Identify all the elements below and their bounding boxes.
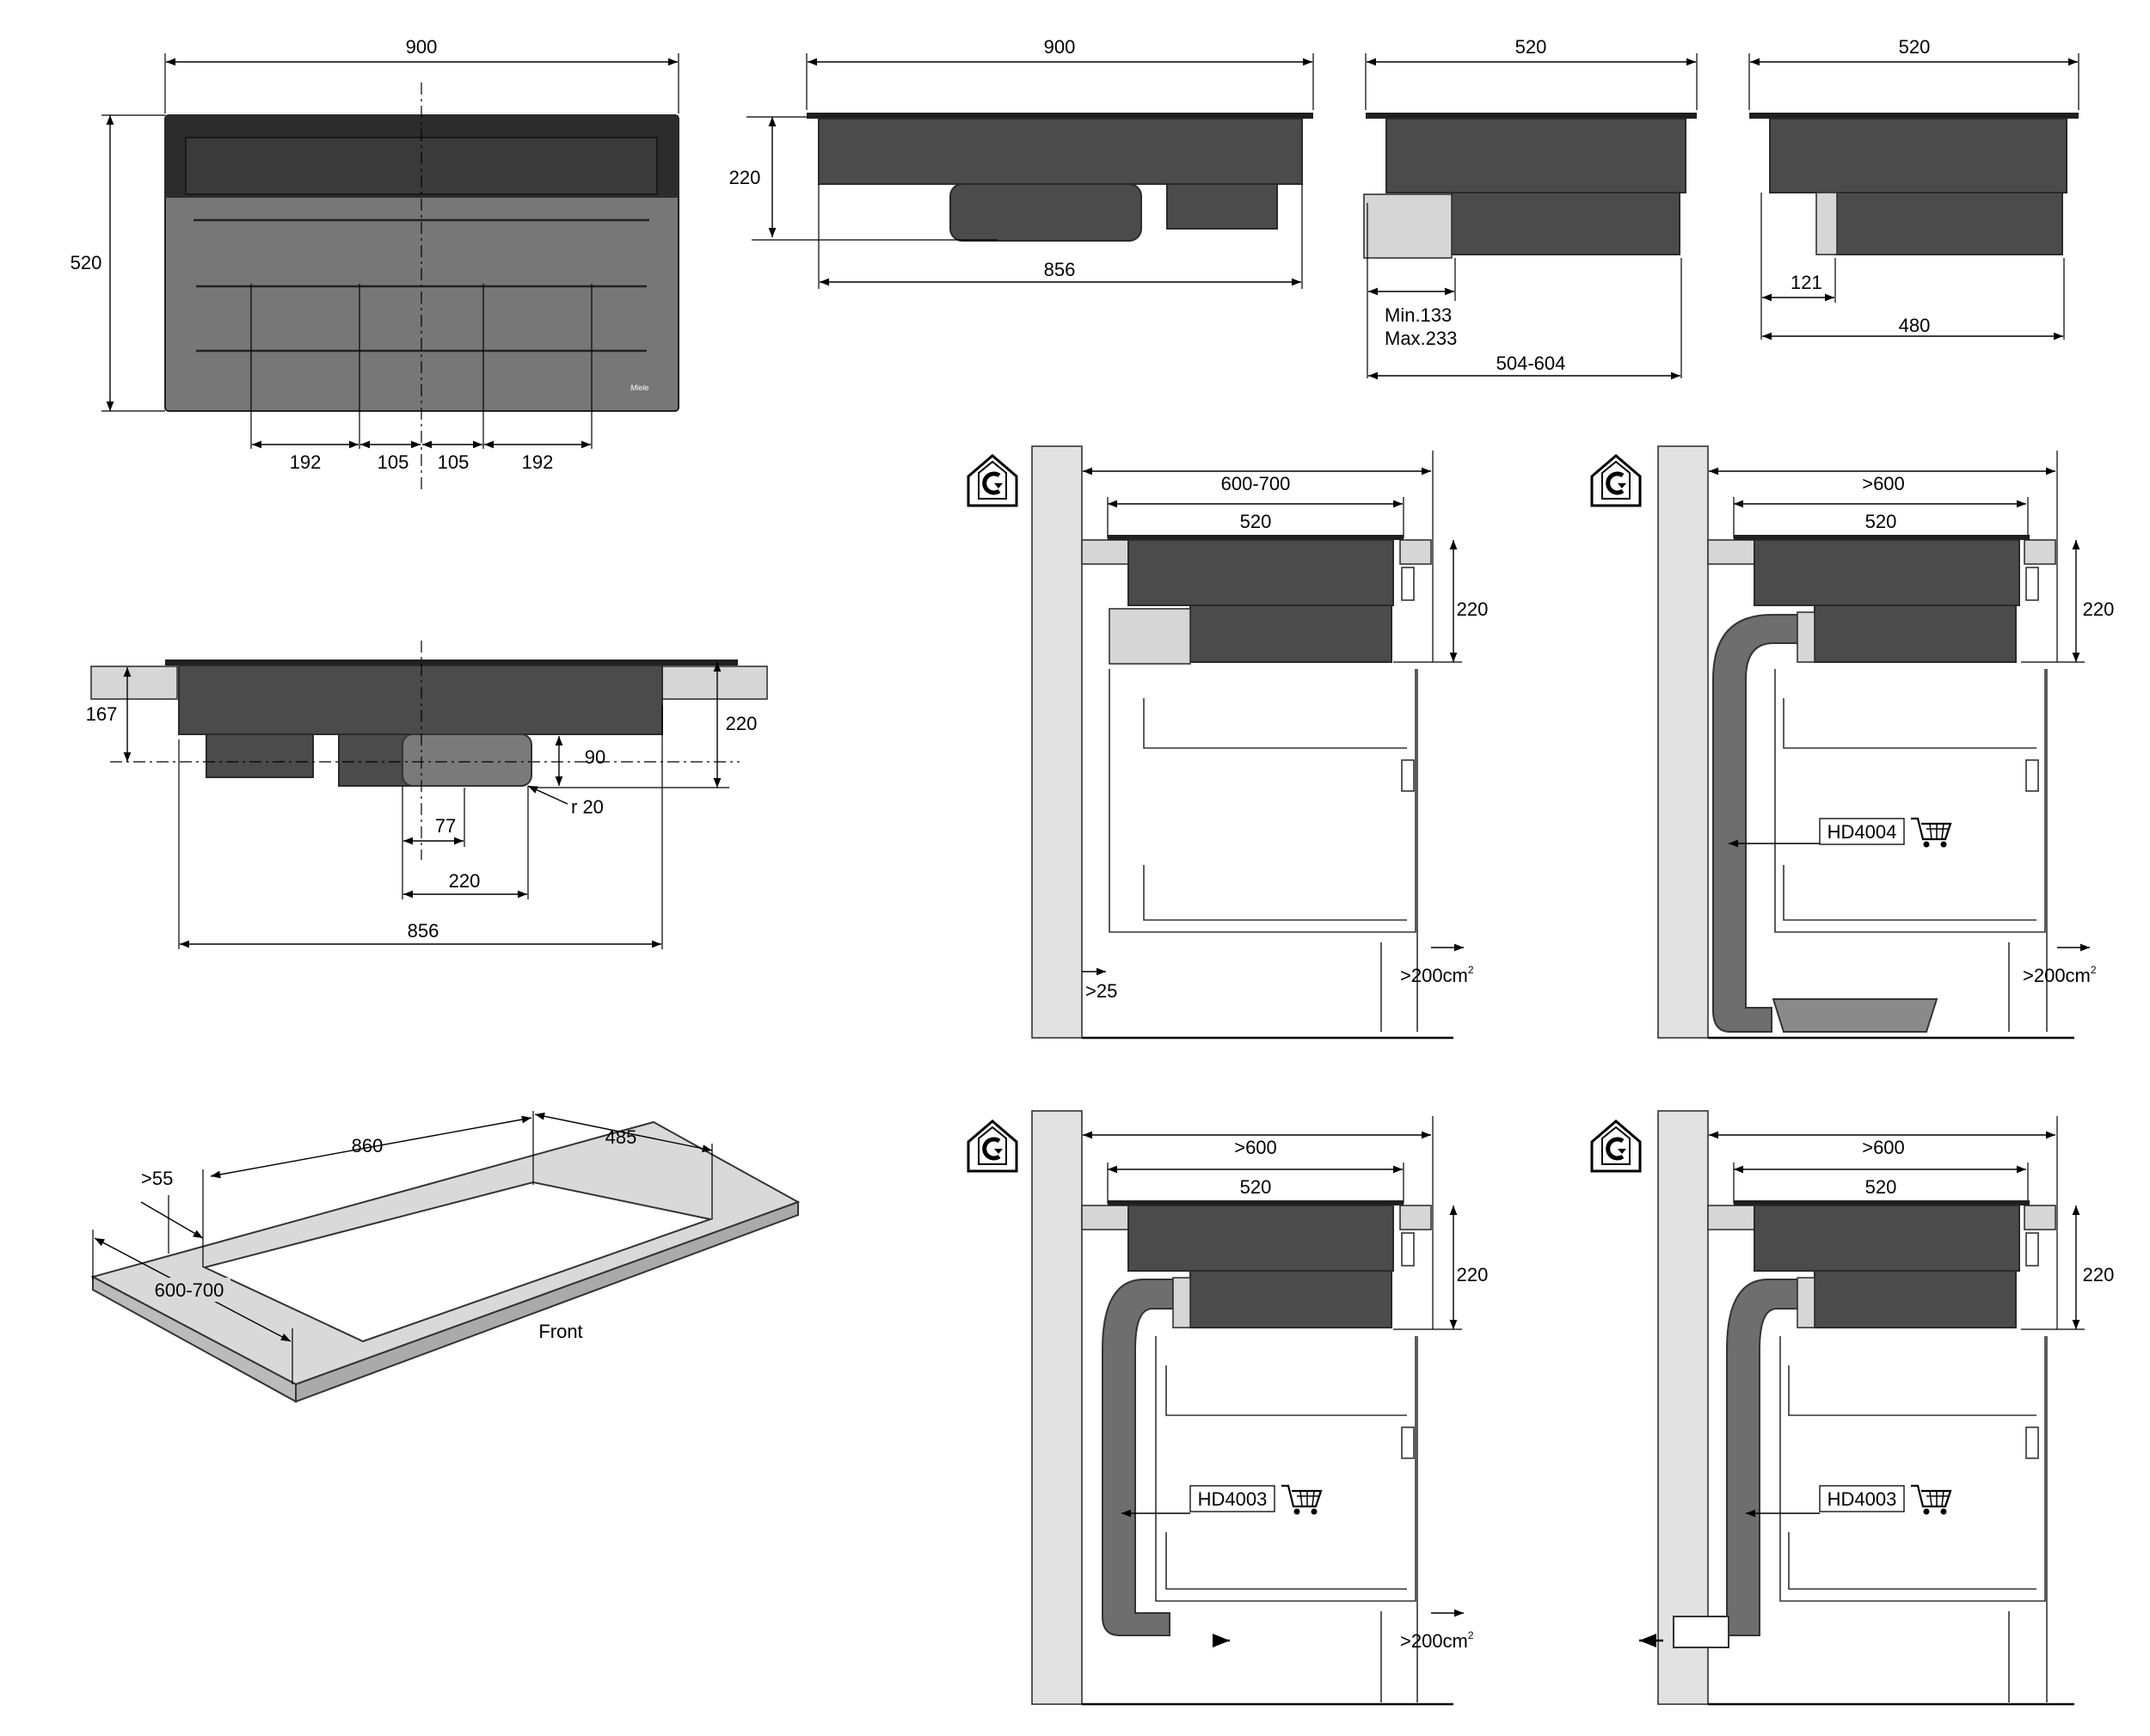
section-width-label: 856 [408,920,439,942]
front-height-label: 220 [729,167,761,188]
top-width-label: 900 [406,36,438,58]
section-view: 167 220 90 r 20 77 220 856 [86,641,768,949]
install-3-cart-icon [1280,1484,1323,1516]
zone-dim-3: 105 [438,451,470,473]
side-view-a: 520 Min.133 Max.233 504-604 [1363,36,1698,380]
install-3-height-label: 220 [1457,1264,1489,1285]
install-2-accessory-label: HD4004 [1828,821,1897,843]
section-worktop-label: 167 [86,703,118,725]
cutout-length-label: 860 [352,1135,384,1156]
install-2-outer-label: >600 [1862,473,1905,494]
cutout-front-gap-label: >55 [141,1168,173,1189]
install-3-vent-label: >200cm2 [1400,1629,1474,1652]
install-4-height-label: 220 [2083,1264,2115,1285]
side-view-b: 520 121 480 [1748,36,2079,340]
cutout-front-label: Front [538,1321,582,1342]
zone-dim-2: 105 [378,451,409,473]
side-a-max-label: Max.233 [1385,328,1457,349]
section-duct-width-label: 220 [449,870,481,892]
install-4-hob-label: 520 [1865,1176,1897,1198]
install-2-hob-label: 520 [1865,511,1897,532]
install-1-vent-label: >200cm2 [1400,964,1474,986]
install-3-hob-label: 520 [1240,1176,1272,1198]
section-offset-label: 77 [435,815,456,837]
front-width-label: 900 [1044,36,1076,58]
install-3-outer-label: >600 [1234,1137,1277,1158]
front-bottom-width-label: 856 [1044,259,1076,280]
section-radius-label: r 20 [571,796,604,818]
install-2-cart-icon [1909,817,1952,849]
side-a-width-label: 520 [1515,36,1547,58]
side-a-range-label: 504-604 [1496,353,1566,374]
install-2-vent-label: >200cm2 [2023,964,2097,986]
install-2-height-label: 220 [2083,598,2115,620]
zone-dim-4: 192 [522,451,554,473]
cutout-worktop-label: 600-700 [155,1279,224,1301]
install-1-gap-label: >25 [1085,980,1117,1002]
top-depth-label: 520 [71,252,102,273]
installation-2: >600 520 220 HD4004 >200cm2 [1592,445,2115,1040]
install-4-cart-icon [1909,1484,1952,1516]
installation-4: >600 520 220 HD4003 [1592,1110,2115,1706]
install-1-height-label: 220 [1457,598,1489,620]
top-view: 900 520 Miele 192 105 105 192 [71,36,679,490]
install-3-accessory-label: HD4003 [1198,1488,1268,1510]
front-elevation: 900 220 856 [729,36,1314,289]
zone-dim-1: 192 [290,451,322,473]
install-1-outer-label: 600-700 [1221,473,1291,494]
installation-3: >600 520 220 HD4003 >200cm2 [968,1110,1489,1706]
installation-1: 600-700 520 220 >200cm2 >25 [968,445,1489,1040]
brand-logo: Miele [630,383,649,392]
install-1-hob-label: 520 [1240,511,1272,532]
side-b-width-label: 520 [1899,36,1931,58]
cutout-diagram: 860 485 >55 600-700 Front [90,1111,801,1403]
side-a-min-label: Min.133 [1385,304,1452,326]
install-4-outer-label: >600 [1862,1137,1905,1158]
side-b-depth-label: 480 [1899,315,1931,336]
install-4-accessory-label: HD4003 [1828,1488,1897,1510]
section-height-label: 220 [726,713,758,734]
side-b-offset-label: 121 [1791,272,1822,293]
cutout-depth-label: 485 [605,1126,637,1148]
section-duct-label: 90 [585,746,605,768]
